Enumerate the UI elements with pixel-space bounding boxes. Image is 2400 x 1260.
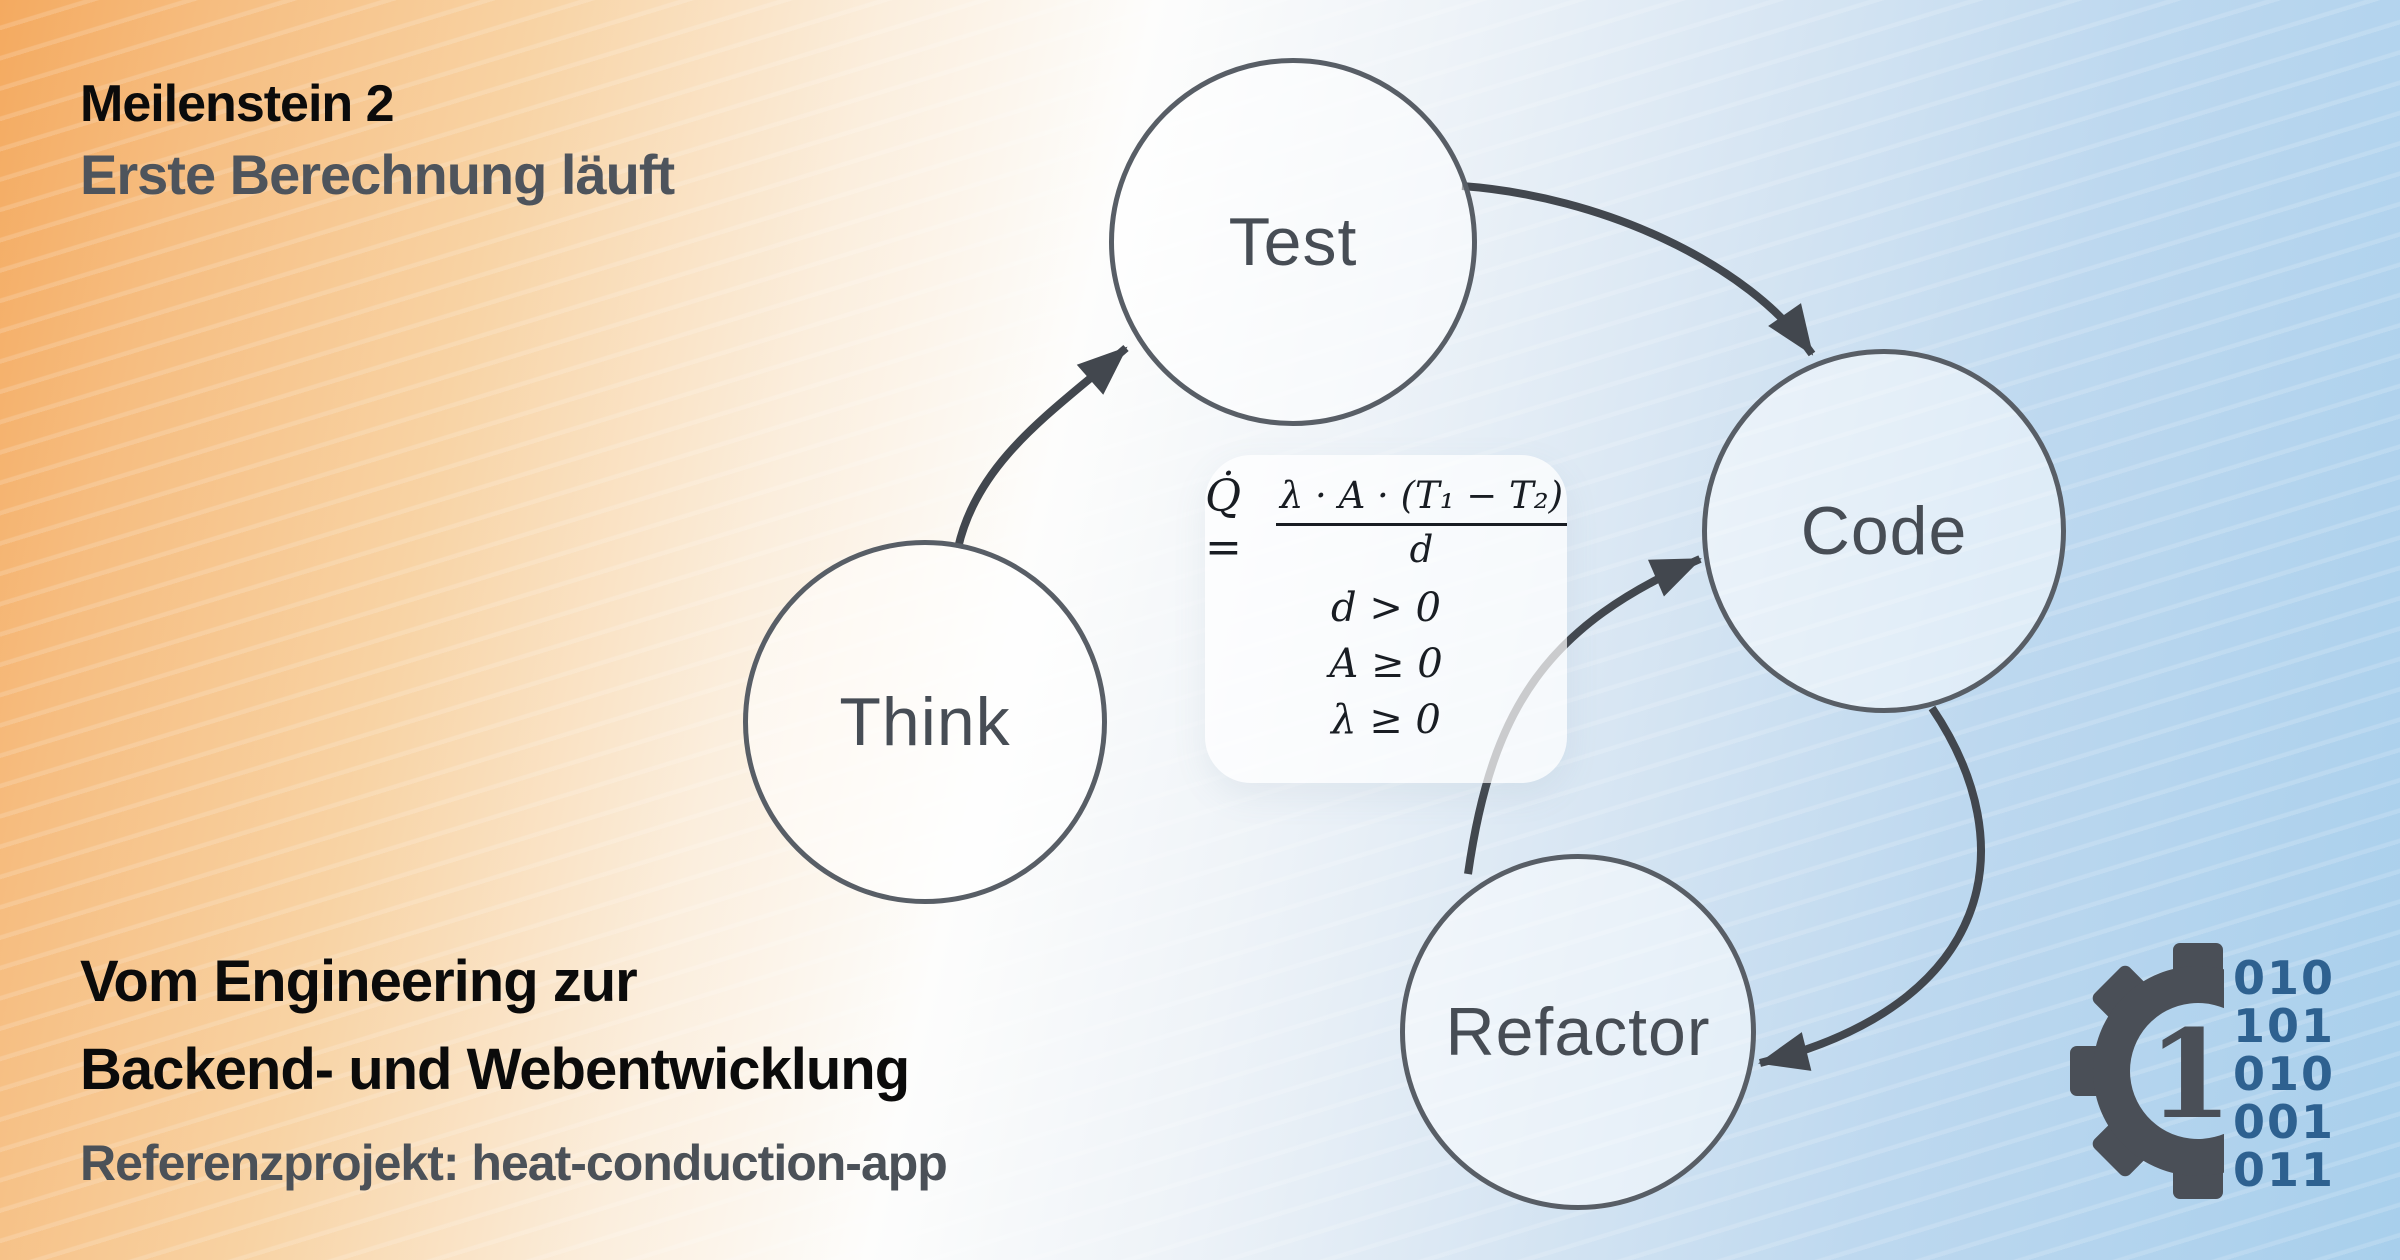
fraction-denominator: d [1409, 527, 1434, 571]
equation-lhs: Q̇ = [1205, 471, 1242, 573]
binary-row: 101 [2233, 999, 2336, 1053]
edge-test-to-code [1461, 182, 1816, 357]
equation-fraction: λ · A · (T₁ − T₂) d [1275, 473, 1567, 571]
node-label-refactor: Refactor [1445, 994, 1711, 1070]
fraction-bar [1275, 522, 1567, 526]
diagram-node-test: Test [1109, 58, 1477, 426]
gear-digit: 1 [2148, 1002, 2233, 1146]
binary-row: 010 [2233, 1047, 2336, 1101]
milestone-title: Meilenstein 2 [80, 75, 395, 133]
edge-think-to-test [954, 345, 1129, 549]
binary-row: 001 [2233, 1095, 2336, 1149]
node-label-code: Code [1800, 493, 1968, 569]
node-label-test: Test [1228, 204, 1358, 280]
diagram-node-think: Think [743, 540, 1107, 904]
milestone-status: Erste Berechnung läuft [80, 143, 675, 206]
binary-row: 011 [2233, 1143, 2336, 1197]
edge-code-to-refactor [1758, 705, 1985, 1071]
gear-icon: 1 [2070, 943, 2233, 1199]
footer-title-line2: Backend- und Webentwicklung [80, 1037, 910, 1102]
fraction-numerator: λ · A · (T₁ − T₂) [1279, 473, 1563, 517]
footer-title-line1: Vom Engineering zur [80, 949, 638, 1014]
constraint-a: A ≥ 0 [1329, 641, 1443, 687]
footer-subtitle: Referenzprojekt: heat-conduction-app [80, 1135, 948, 1191]
node-label-think: Think [839, 684, 1011, 760]
diagram-node-code: Code [1702, 349, 2066, 713]
heat-conduction-equation: Q̇ = λ · A · (T₁ − T₂) d [1205, 471, 1567, 573]
constraint-lambda: λ ≥ 0 [1331, 697, 1441, 743]
diagram-node-refactor: Refactor [1400, 854, 1756, 1210]
constraint-d: d > 0 [1331, 585, 1441, 631]
binary-code-column: 010 101 010 001 011 [2233, 954, 2335, 1194]
binary-row: 010 [2233, 951, 2336, 1005]
formula-card: Q̇ = λ · A · (T₁ − T₂) d d > 0 A ≥ 0 λ ≥… [1205, 455, 1567, 783]
